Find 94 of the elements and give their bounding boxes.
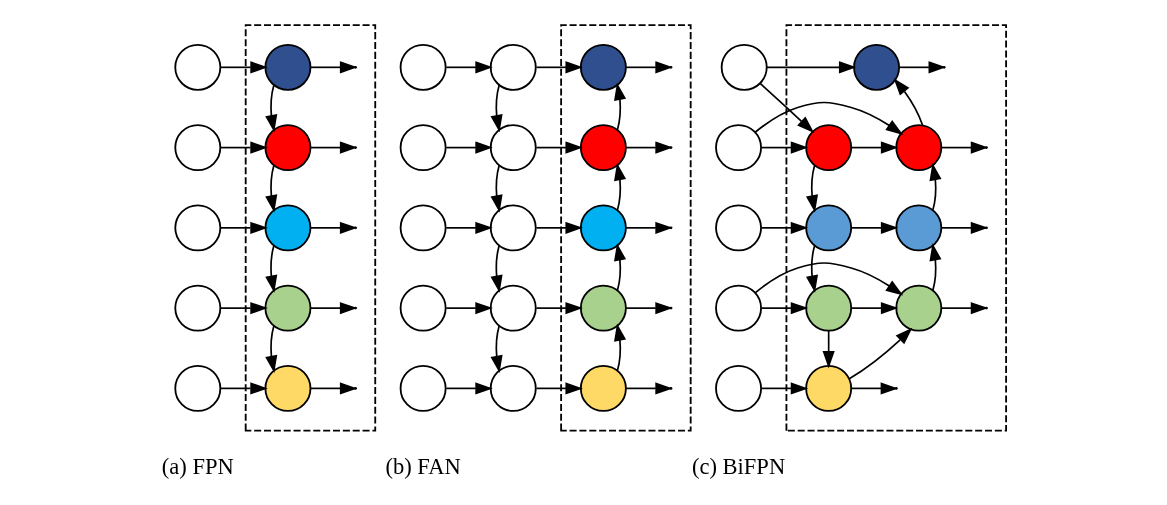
arrow bbox=[760, 221, 808, 234]
arrow bbox=[613, 162, 626, 211]
node-circle bbox=[173, 124, 221, 172]
arrow bbox=[490, 164, 503, 213]
arrow bbox=[822, 329, 835, 369]
node-circle bbox=[579, 43, 627, 91]
arrow bbox=[850, 302, 898, 315]
arrow bbox=[445, 221, 493, 234]
arrow bbox=[928, 162, 941, 211]
arrow bbox=[613, 82, 626, 131]
node-circle bbox=[173, 284, 221, 332]
arrow bbox=[624, 382, 673, 395]
arrow bbox=[893, 78, 923, 126]
arrow bbox=[264, 164, 277, 213]
arrow bbox=[753, 101, 903, 135]
arrow bbox=[940, 221, 988, 234]
node-circle bbox=[804, 284, 852, 332]
arrow bbox=[535, 302, 583, 315]
arrow bbox=[760, 141, 808, 154]
arrow bbox=[805, 244, 818, 293]
arrow bbox=[805, 164, 818, 213]
cluster bbox=[244, 24, 376, 432]
arrow bbox=[624, 141, 673, 154]
node-circle bbox=[264, 284, 311, 332]
node-circle bbox=[399, 204, 447, 252]
arrow bbox=[760, 382, 808, 395]
arrow bbox=[758, 82, 814, 133]
arrow bbox=[535, 61, 583, 74]
arrow bbox=[850, 221, 898, 234]
arrow bbox=[264, 244, 277, 293]
arrow bbox=[445, 61, 493, 74]
arrow bbox=[219, 141, 268, 154]
arrow bbox=[445, 302, 493, 315]
node-circle bbox=[894, 204, 942, 252]
label: (a) FPN bbox=[161, 454, 234, 480]
arrow bbox=[219, 302, 268, 315]
node-circle bbox=[714, 124, 762, 172]
arrow bbox=[219, 61, 268, 74]
node-circle bbox=[264, 364, 311, 412]
node-circle bbox=[264, 204, 311, 252]
node-circle bbox=[579, 364, 627, 412]
node-circle bbox=[714, 284, 762, 332]
node-circle bbox=[720, 43, 768, 91]
arrow bbox=[535, 221, 583, 234]
node-circle bbox=[714, 364, 762, 412]
node-circle bbox=[489, 204, 537, 252]
arrow bbox=[847, 327, 912, 380]
node-circle bbox=[399, 124, 447, 172]
cluster bbox=[559, 24, 692, 432]
node-circle bbox=[399, 364, 447, 412]
node-circle bbox=[489, 284, 537, 332]
arrow bbox=[760, 302, 808, 315]
arrow bbox=[850, 141, 898, 154]
arrow bbox=[765, 61, 856, 74]
node-circle bbox=[579, 124, 627, 172]
arrow bbox=[613, 243, 626, 292]
node-circle bbox=[173, 204, 221, 252]
node-circle bbox=[399, 43, 447, 91]
arrow bbox=[264, 325, 277, 374]
arrow bbox=[264, 84, 277, 133]
arrow bbox=[490, 84, 503, 133]
arrow bbox=[928, 243, 941, 292]
node-circle bbox=[804, 204, 852, 252]
arrow bbox=[624, 61, 673, 74]
node-circle bbox=[894, 284, 942, 332]
node-circle bbox=[264, 43, 311, 91]
node-circle bbox=[894, 124, 942, 172]
node-circle bbox=[579, 204, 627, 252]
node-circle bbox=[399, 284, 447, 332]
node-circle bbox=[714, 204, 762, 252]
node-circle bbox=[804, 364, 852, 412]
node-circle bbox=[489, 364, 537, 412]
arrow bbox=[309, 141, 357, 154]
arrow bbox=[445, 141, 493, 154]
node-circle bbox=[173, 43, 221, 91]
arrow bbox=[219, 382, 268, 395]
cluster bbox=[785, 24, 1007, 432]
arrow bbox=[535, 382, 583, 395]
node-circle bbox=[489, 124, 537, 172]
arrow bbox=[490, 325, 503, 374]
label: (c) BiFPN bbox=[691, 454, 785, 480]
node-circle bbox=[173, 364, 221, 412]
node-circle bbox=[489, 43, 537, 91]
arrow bbox=[753, 262, 903, 296]
arrow bbox=[219, 221, 268, 234]
arrow bbox=[445, 382, 493, 395]
arrow bbox=[613, 323, 626, 372]
node-circle bbox=[264, 124, 311, 172]
arrow bbox=[535, 141, 583, 154]
label: (b) FAN bbox=[384, 454, 461, 480]
arrow bbox=[490, 244, 503, 293]
node-circle bbox=[852, 43, 900, 91]
node-circle bbox=[579, 284, 627, 332]
node-circle bbox=[804, 124, 852, 172]
